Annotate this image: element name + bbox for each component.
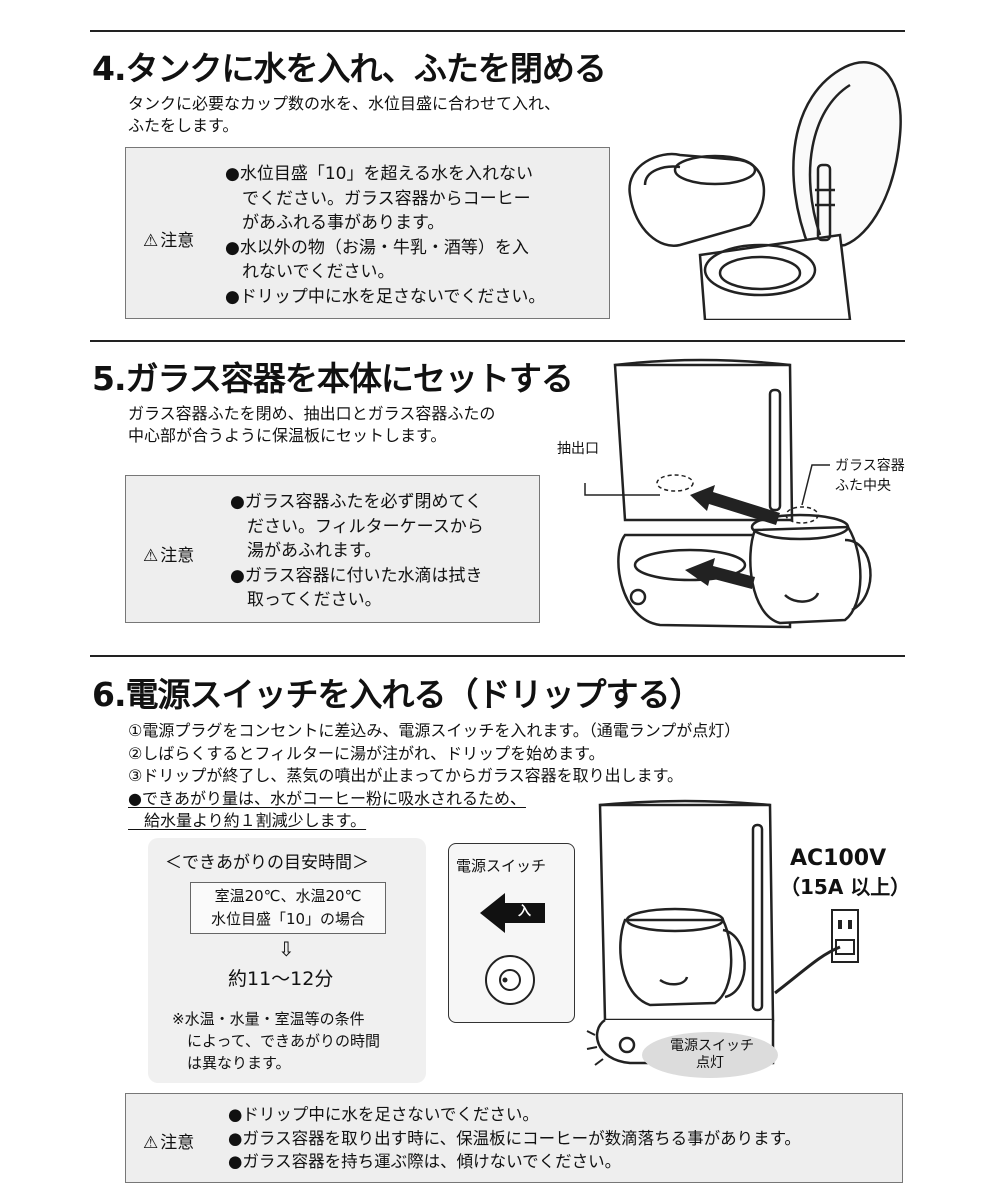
section4-caution-box <box>125 147 610 319</box>
lid-center-label-2: ふた中央 <box>835 478 891 494</box>
outlet-plug-illustration <box>774 909 859 995</box>
timing-conditions-box: 室温20℃、水温20℃ 水位目盛「10」の場合 <box>190 882 386 934</box>
carafe-set-illustration <box>584 358 872 629</box>
caution-line: ●ガラス容器に付いた水滴は拭き <box>230 565 483 586</box>
power-voltage: AC100V <box>790 846 887 871</box>
section6-title: 6.電源スイッチを入れる（ドリップする） <box>92 675 702 714</box>
section5-desc-1: ガラス容器ふたを閉め、抽出口とガラス容器ふたの <box>128 404 496 423</box>
section5-caution-label: ⚠注意 <box>143 541 194 566</box>
caution-text: 注意 <box>160 1133 195 1153</box>
step-item: ①電源プラグをコンセントに差込み、電源スイッチを入れます。（通電ランプが点灯） <box>128 721 741 740</box>
timing-condition: 室温20℃、水温20℃ <box>214 887 362 905</box>
section6-steps: ①電源プラグをコンセントに差込み、電源スイッチを入れます。（通電ランプが点灯） … <box>128 720 740 833</box>
caution-line: ●ドリップ中に水を足さないでください。 <box>225 286 546 307</box>
caution-line: ●ガラス容器ふたを必ず閉めてく <box>230 492 482 512</box>
step-item: ③ドリップが終了し、蒸気の噴出が止まってからガラス容器を取り出します。 <box>128 766 683 785</box>
section5-caution-box <box>125 475 540 623</box>
warning-icon: ⚠ <box>143 1133 159 1153</box>
caution-line: ●ガラス容器を持ち運ぶ際は、傾けないでください。 <box>228 1152 622 1171</box>
section5-caution-list: ●ガラス容器ふたを必ず閉めてく ださい。フィルターケースから 湯があふれます。 … <box>230 490 484 613</box>
timing-note-line: ※水温・水量・室温等の条件 <box>172 1010 365 1028</box>
timing-note-line: は異なります。 <box>172 1054 291 1072</box>
caution-line: ●ガラス容器を取り出す時に、保温板にコーヒーが数滴落ちる事があります。 <box>228 1128 801 1148</box>
power-switch-title: 電源スイッチ <box>456 857 547 875</box>
lamp-label-bubble <box>642 1032 778 1078</box>
section4-top-rule <box>90 30 905 32</box>
power-amperage: （15A 以上） <box>780 875 911 899</box>
caution-line: ●ドリップ中に水を足さないでください。 <box>228 1105 539 1124</box>
caution-text: 注意 <box>160 546 195 566</box>
caution-line: ●水以外の物（お湯・牛乳・酒等）を入 <box>225 237 529 258</box>
caution-text: 注意 <box>160 231 195 251</box>
section5-desc-2: 中心部が合うように保温板にセットします。 <box>128 426 447 445</box>
caution-line: があふれる事があります。 <box>225 213 445 233</box>
yield-note-2: 給水量より約１割減少します。 <box>128 811 367 830</box>
yield-note-1: ●できあがり量は、水がコーヒー粉に吸水されるため、 <box>128 788 526 808</box>
caution-line: ●水位目盛「10」を超える水を入れない <box>225 164 533 184</box>
step-item: ②しばらくするとフィルターに湯が注がれ、ドリップを始めます。 <box>128 743 605 763</box>
lid-center-label-1: ガラス容器 <box>835 458 905 474</box>
timing-note: ※水温・水量・室温等の条件 によって、できあがりの時間 は異なります。 <box>172 1008 380 1074</box>
warning-icon: ⚠ <box>143 231 159 251</box>
section5-top-rule <box>90 340 905 342</box>
switch-on-label: 入 <box>518 904 532 919</box>
coffee-maker-illustration <box>586 799 775 1066</box>
outlet-label: 抽出口 <box>557 441 599 457</box>
caution-line: 取ってください。 <box>230 590 382 610</box>
section4-title: 4.タンクに水を入れ、ふたを閉める <box>92 49 607 88</box>
timing-title: ＜できあがりの目安時間＞ <box>165 853 369 873</box>
lamp-label-1: 電源スイッチ <box>670 1038 754 1054</box>
section4-caution-list: ●水位目盛「10」を超える水を入れない でください。ガラス容器からコーヒー があ… <box>225 162 545 309</box>
coffee-maker-open-lid-illustration <box>628 61 902 320</box>
timing-box <box>148 838 426 1083</box>
caution-line: ださい。フィルターケースから <box>230 516 484 537</box>
caution-line: れないでください。 <box>225 262 395 282</box>
caution-line: 湯があふれます。 <box>230 541 382 561</box>
section4-caution-label: ⚠注意 <box>143 226 194 251</box>
timing-result: 約11～12分 <box>228 968 334 990</box>
lamp-label-2: 点灯 <box>696 1055 724 1071</box>
section6-caution-box <box>125 1093 903 1183</box>
section4-desc-1: タンクに必要なカップ数の水を、水位目盛に合わせて入れ、 <box>128 94 561 113</box>
power-switch-illustration <box>480 893 545 1005</box>
section6-caution-list: ●ドリップ中に水を足さないでください。 ●ガラス容器を取り出す時に、保温板にコー… <box>228 1103 801 1174</box>
timing-note-line: によって、できあがりの時間 <box>172 1032 381 1050</box>
section4-desc-2: ふたをします。 <box>128 116 239 135</box>
section6-caution-label: ⚠注意 <box>143 1128 194 1153</box>
warning-icon: ⚠ <box>143 546 159 566</box>
down-arrow-icon: ⇩ <box>278 937 295 961</box>
caution-line: でください。ガラス容器からコーヒー <box>225 188 531 209</box>
section5-title: 5.ガラス容器を本体にセットする <box>92 359 574 398</box>
timing-condition: 水位目盛「10」の場合 <box>210 910 366 928</box>
section6-top-rule <box>90 655 905 657</box>
